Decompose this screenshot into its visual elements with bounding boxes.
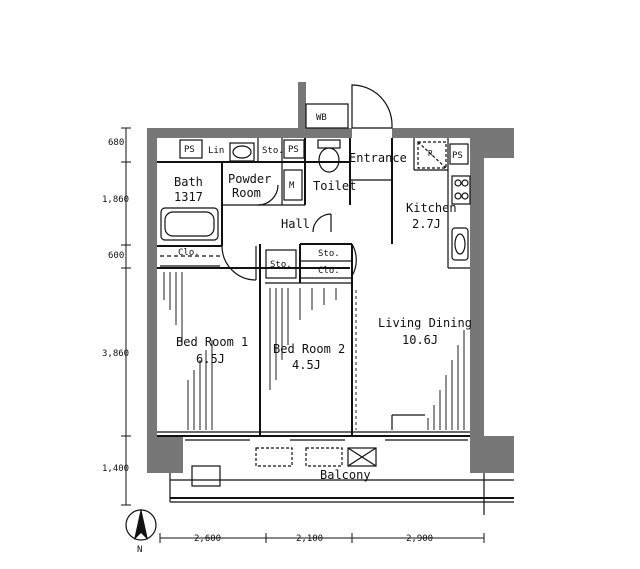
sto-label-3: Sto. xyxy=(270,260,292,270)
interior-walls xyxy=(157,103,470,437)
dimension-lines xyxy=(121,127,485,543)
dim-left-5: 1,400 xyxy=(102,464,129,474)
bedroom2-size-label: 4.5J xyxy=(292,358,321,372)
toilet-label: Toilet xyxy=(313,179,356,193)
living-hatching xyxy=(391,330,465,430)
clo-label-2: Clo. xyxy=(318,266,340,276)
dim-left-2: 1,860 xyxy=(102,195,129,205)
ps-label-3: PS xyxy=(452,151,463,161)
kitchen-label: Kitchen xyxy=(406,201,457,215)
bedroom1-label: Bed Room 1 xyxy=(176,335,248,349)
bath-code-label: 1317 xyxy=(174,190,203,204)
compass-icon xyxy=(125,508,157,541)
living-label: Living Dining xyxy=(378,316,472,330)
m-label: M xyxy=(289,181,295,191)
compass-label: N xyxy=(137,545,142,555)
dim-bottom-1: 2,600 xyxy=(194,534,221,544)
dim-left-4: 3,860 xyxy=(102,349,129,359)
bath-label: Bath xyxy=(174,175,203,189)
balcony xyxy=(169,439,514,515)
powder-room-label-1: Powder xyxy=(228,172,271,186)
bedroom2-label: Bed Room 2 xyxy=(273,342,345,356)
ps-label-1: PS xyxy=(184,145,195,155)
balcony-label: Balcony xyxy=(320,468,371,482)
sto-label-2: Sto. xyxy=(318,249,340,259)
exterior-walls xyxy=(147,82,514,473)
dim-bottom-2: 2,100 xyxy=(296,534,323,544)
entrance-label: Entrance xyxy=(349,151,407,165)
lin-label: Lin xyxy=(208,146,224,156)
bedroom2-hatching xyxy=(269,288,357,430)
ps-label-2: PS xyxy=(288,145,299,155)
sto-label-1: Sto. xyxy=(262,146,284,156)
r-label: R xyxy=(428,149,433,158)
hall-label: Hall xyxy=(281,217,310,231)
bedroom1-hatching xyxy=(163,272,213,430)
dim-left-3: 600 xyxy=(108,251,124,261)
dim-bottom-3: 2,900 xyxy=(406,534,433,544)
wb-label: WB xyxy=(316,113,327,123)
living-size-label: 10.6J xyxy=(402,333,438,347)
fixtures xyxy=(160,139,471,279)
dim-left-1: 680 xyxy=(108,138,124,148)
kitchen-size-label: 2.7J xyxy=(412,217,441,231)
powder-room-label-2: Room xyxy=(232,186,261,200)
clo-label-1: Clo. xyxy=(178,248,200,258)
doors xyxy=(221,84,393,281)
bedroom1-size-label: 6.5J xyxy=(196,352,225,366)
